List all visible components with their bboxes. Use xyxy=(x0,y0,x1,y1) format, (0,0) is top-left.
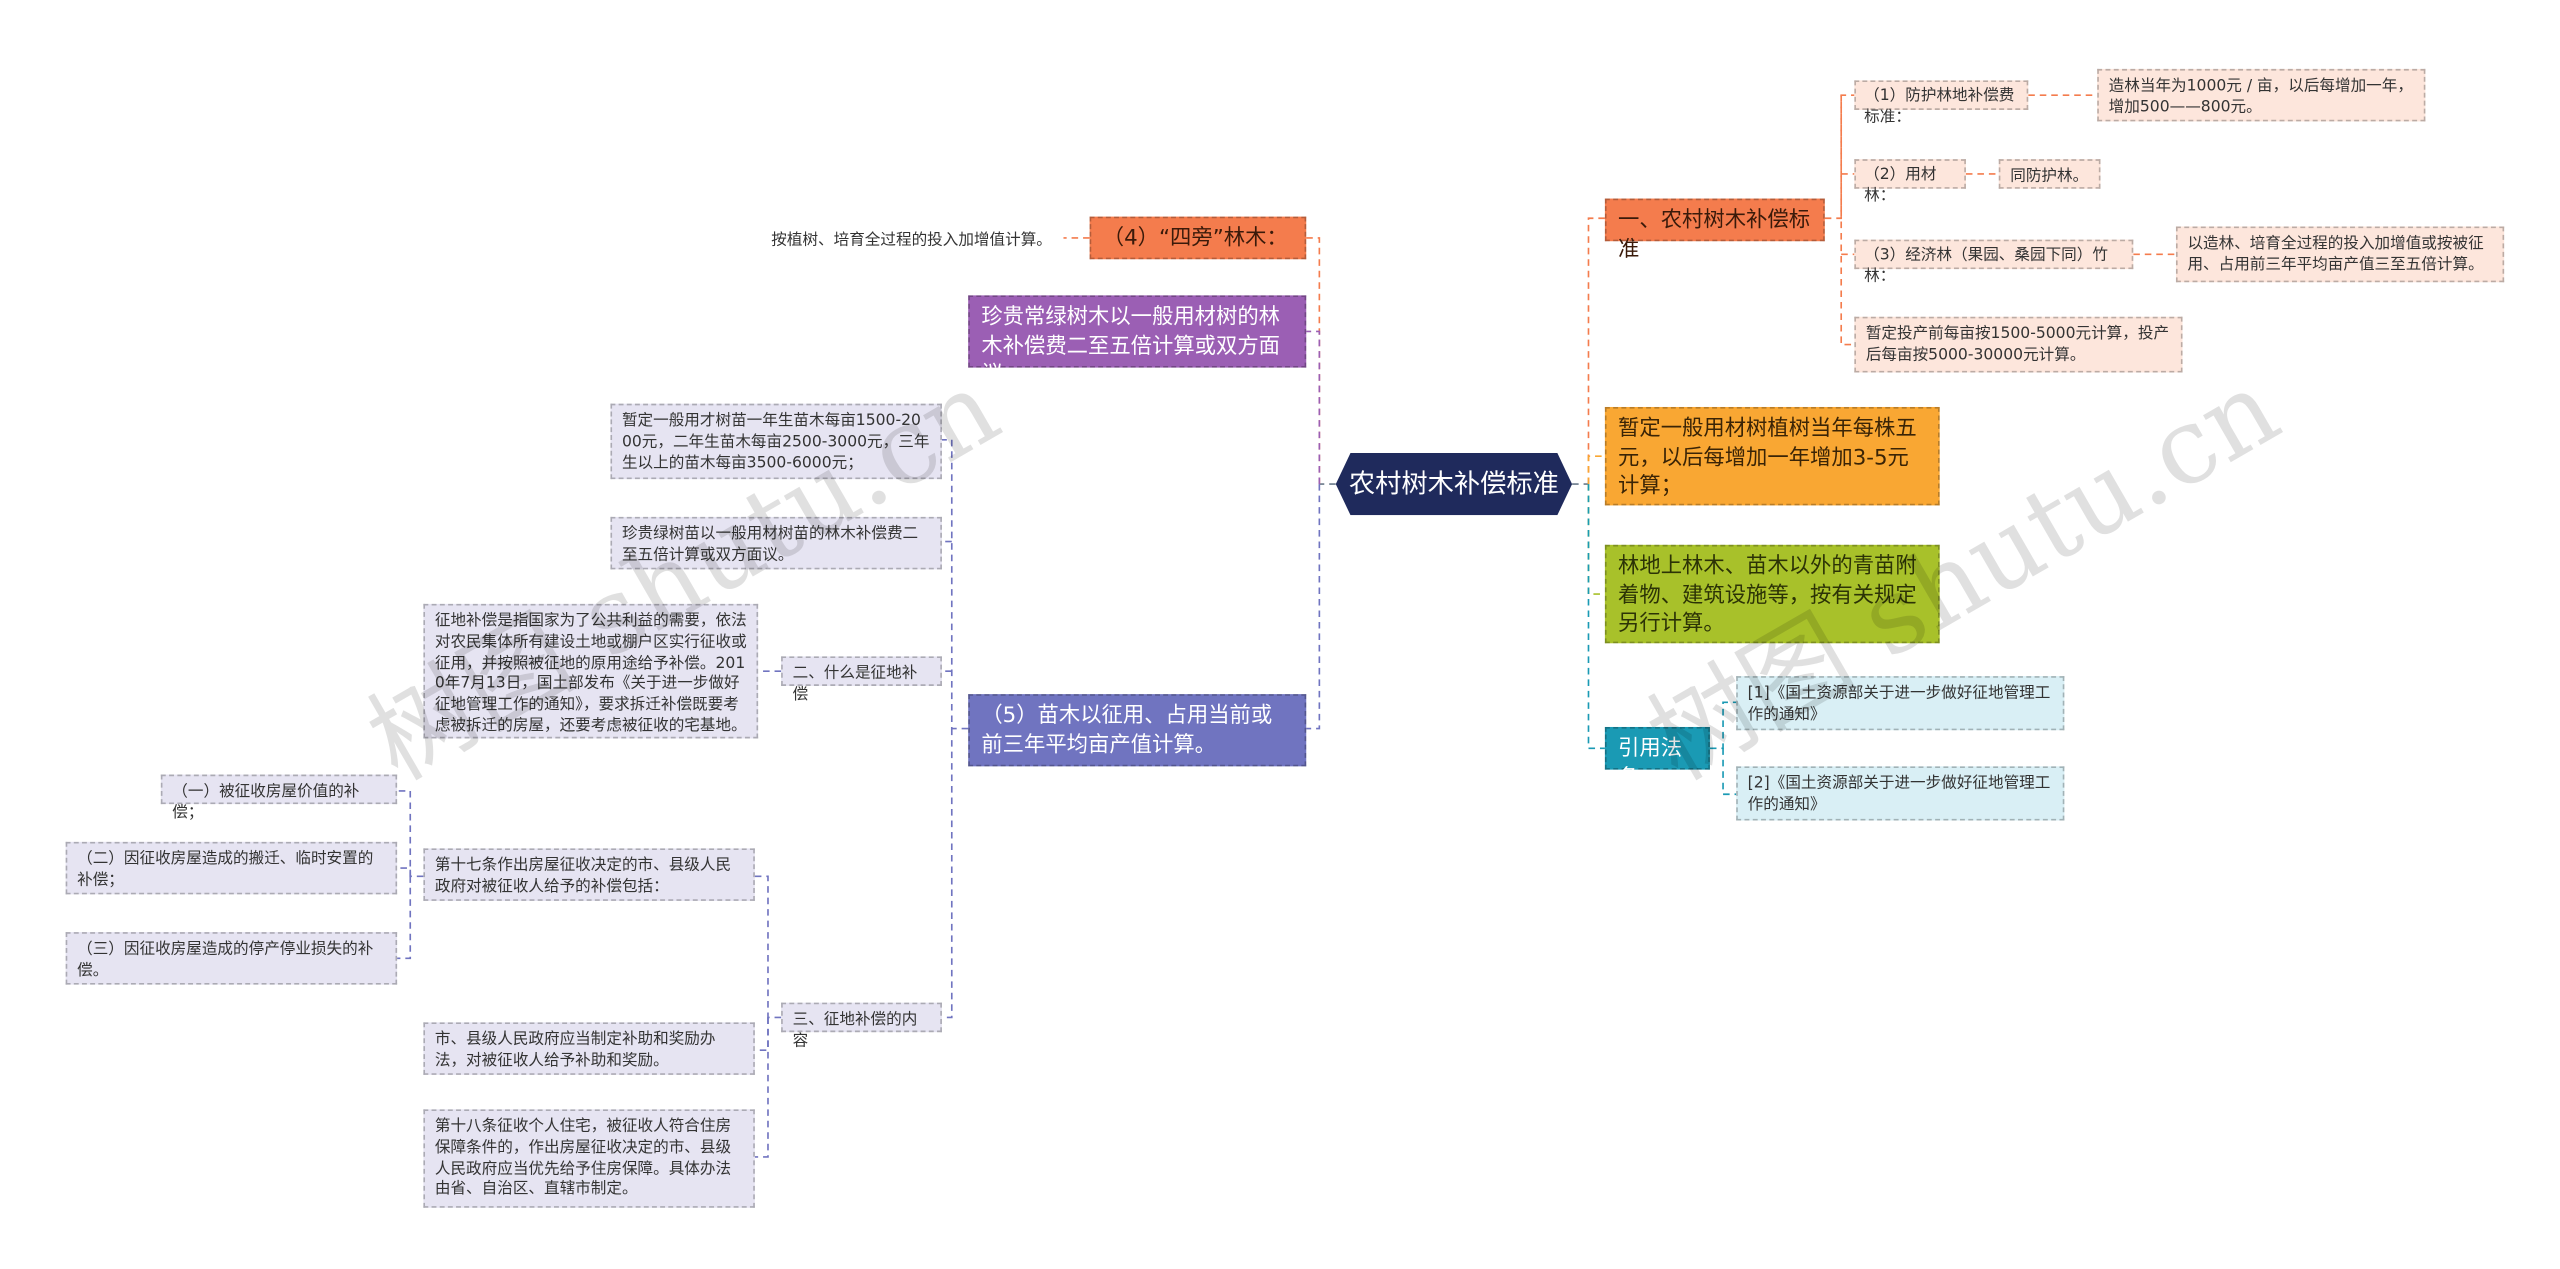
seedling-precious-rate[interactable]: 珍贵绿树苗以一般用材树苗的林木补偿费二至五倍计算或双方面议。 xyxy=(610,516,942,570)
branch-references[interactable]: 引用法条 xyxy=(1604,726,1710,790)
root-topic[interactable]: 农村树木补偿标准 xyxy=(1336,453,1572,515)
article-17-item-2[interactable]: （二）因征收房屋造成的搬迁、临时安置的补偿； xyxy=(65,841,398,895)
sub-pre-production[interactable]: 暂定投产前每亩按1500-5000元计算，投产后每亩按5000-30000元计算… xyxy=(1854,316,2183,373)
branch-other-attachments[interactable]: 林地上林木、苗木以外的青苗附着物、建筑设施等，按有关规定另行计算。 xyxy=(1604,544,1940,644)
branch-precious-evergreen[interactable]: 珍贵常绿树木以一般用材树的林木补偿费二至五倍计算或双方面议。 xyxy=(968,295,1307,387)
article-17-item-3[interactable]: （三）因征收房屋造成的停产停业损失的补偿。 xyxy=(65,932,398,985)
branch-four-side-trees[interactable]: （4）“四旁”林木： xyxy=(1089,216,1307,260)
detail-timber-forest[interactable]: 同防护林。 xyxy=(1998,159,2101,189)
reference-1[interactable]: [1]《国土资源部关于进一步做好征地管理工作的通知》 xyxy=(1736,676,2065,731)
article-17-item-1[interactable]: （一）被征收房屋价值的补偿； xyxy=(160,774,398,822)
branch-rural-tree-compensation[interactable]: 一、农村树木补偿标准 xyxy=(1604,198,1825,262)
branch-timber-planting[interactable]: 暂定一般用材树植树当年每株五元，以后每增加一年增加3-5元计算； xyxy=(1604,406,1940,506)
reference-2[interactable]: [2]《国土资源部关于进一步做好征地管理工作的通知》 xyxy=(1736,766,2065,821)
branch-seedlings[interactable]: （5）苗木以征用、占用当前或前三年平均亩产值计算。 xyxy=(968,694,1307,767)
sub-protection-forest[interactable]: （1）防护林地补偿费标准： xyxy=(1854,80,2029,126)
article-17[interactable]: 第十七条作出房屋征收决定的市、县级人民政府对被征收人给予的补偿包括： xyxy=(423,848,755,901)
seedling-timber-rate[interactable]: 暂定一般用才树苗一年生苗木每亩1500-2000元，二年生苗木每亩2500-30… xyxy=(610,403,942,480)
detail-four-side-trees[interactable]: 按植树、培育全过程的投入加增值计算。 xyxy=(761,224,1064,255)
sub-timber-forest[interactable]: （2）用材林： xyxy=(1854,159,1966,205)
what-is-land-compensation[interactable]: 二、什么是征地补偿 xyxy=(781,656,942,704)
subsidy-and-reward[interactable]: 市、县级人民政府应当制定补助和奖励办法，对被征收人给予补助和奖励。 xyxy=(423,1022,755,1075)
article-18[interactable]: 第十八条征收个人住宅，被征收人符合住房保障条件的，作出房屋征收决定的市、县级人民… xyxy=(423,1109,755,1208)
sub-economic-forest[interactable]: （3）经济林（果园、桑园下同）竹林： xyxy=(1854,239,2134,285)
detail-protection-forest[interactable]: 造林当年为1000元 / 亩，以后每增加一年，增加500——800元。 xyxy=(2097,68,2426,122)
land-compensation-definition[interactable]: 征地补偿是指国家为了公共利益的需要，依法对农民集体所有建设土地或棚户区实行征收或… xyxy=(423,603,759,739)
land-compensation-content[interactable]: 三、征地补偿的内容 xyxy=(781,1002,942,1050)
detail-economic-forest[interactable]: 以造林、培育全过程的投入加增值或按被征用、占用前三年平均亩产值三至五倍计算。 xyxy=(2175,226,2505,283)
